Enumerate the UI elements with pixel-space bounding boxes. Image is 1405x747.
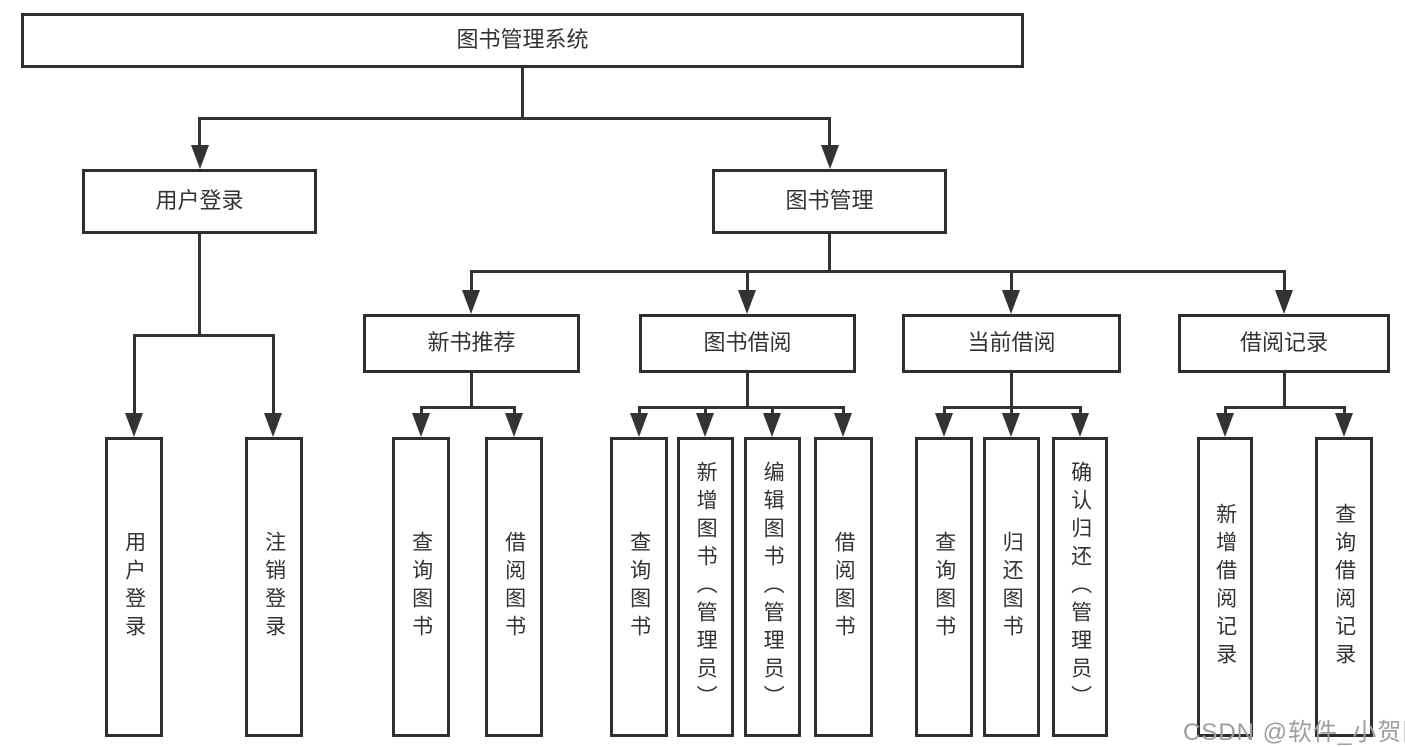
node-leaf-edit-book-admin: 编辑图书（管理员）	[744, 437, 801, 737]
arrowhead-down-icon	[763, 413, 781, 437]
connector-stem	[1079, 406, 1082, 416]
connector-stem-leaf-user-login	[133, 334, 136, 416]
connector-user-login-trunk	[198, 234, 201, 335]
node-leaf-query-borrow-record: 查询借阅记录	[1315, 437, 1373, 737]
node-leaf-add-borrow-record: 新增借阅记录	[1197, 437, 1253, 737]
connector-level2-rail	[198, 117, 831, 120]
arrowhead-down-icon	[834, 413, 852, 437]
node-leaf-query-book-current: 查询图书	[915, 437, 973, 737]
connector-stem	[943, 406, 946, 416]
connector-stem	[1343, 406, 1346, 416]
connector-current-borrow-trunk	[1010, 373, 1013, 409]
arrowhead-down-icon	[1275, 290, 1293, 314]
node-leaf-confirm-return-admin: 确认归还（管理员）	[1052, 437, 1108, 737]
connector-stem-book-borrow	[746, 270, 749, 294]
node-leaf-add-book-admin: 新增图书（管理员）	[677, 437, 734, 737]
watermark: CSDN @软件_小贺同学	[1183, 719, 1405, 746]
node-leaf-logout: 注销登录	[245, 437, 303, 737]
node-book-mgmt: 图书管理	[712, 169, 947, 234]
node-leaf-query-book-borrow: 查询图书	[610, 437, 668, 737]
node-leaf-borrow-book-newrec: 借阅图书	[485, 437, 543, 737]
connector-level3-rail	[470, 270, 1286, 273]
connector-stem-book-mgmt	[828, 117, 831, 149]
connector-stem	[842, 406, 845, 416]
connector-stem	[513, 406, 516, 416]
arrowhead-down-icon	[738, 290, 756, 314]
connector-stem	[638, 406, 641, 416]
connector-book-mgmt-trunk	[828, 234, 831, 272]
connector-borrow-records-rail	[1224, 406, 1346, 409]
connector-stem-leaf-logout	[272, 334, 275, 416]
connector-book-borrow-trunk	[746, 373, 749, 409]
connector-stem-user-login	[198, 117, 201, 149]
arrowhead-down-icon	[462, 290, 480, 314]
connector-borrow-records-trunk	[1283, 373, 1286, 409]
arrowhead-down-icon	[1335, 413, 1353, 437]
connector-stem	[1224, 406, 1227, 416]
node-new-book-rec: 新书推荐	[363, 314, 580, 373]
node-current-borrow: 当前借阅	[902, 314, 1121, 373]
arrowhead-down-icon	[935, 413, 953, 437]
connector-new-book-rec-trunk	[470, 373, 473, 409]
arrowhead-down-icon	[412, 413, 430, 437]
node-leaf-borrow-book-borrow: 借阅图书	[814, 437, 873, 737]
arrowhead-down-icon	[264, 413, 282, 437]
arrowhead-down-icon	[1002, 413, 1020, 437]
node-leaf-query-book-newrec: 查询图书	[392, 437, 450, 737]
arrowhead-down-icon	[630, 413, 648, 437]
connector-stem	[704, 406, 707, 416]
arrowhead-down-icon	[505, 413, 523, 437]
node-leaf-user-login: 用户登录	[105, 437, 163, 737]
arrowhead-down-icon	[1002, 290, 1020, 314]
connector-user-login-rail	[133, 334, 275, 337]
arrowhead-down-icon	[696, 413, 714, 437]
connector-stem	[420, 406, 423, 416]
node-book-borrow: 图书借阅	[639, 314, 856, 373]
connector-book-borrow-rail	[638, 406, 845, 409]
connector-stem	[771, 406, 774, 416]
node-leaf-return-book: 归还图书	[983, 437, 1040, 737]
connector-new-book-rec-rail	[420, 406, 516, 409]
connector-stem-new-book-rec	[470, 270, 473, 294]
connector-root-trunk	[521, 68, 524, 118]
arrowhead-down-icon	[1216, 413, 1234, 437]
arrowhead-down-icon	[821, 145, 839, 169]
connector-stem-borrow-records	[1283, 270, 1286, 294]
node-borrow-records: 借阅记录	[1178, 314, 1390, 373]
arrowhead-down-icon	[1071, 413, 1089, 437]
arrowhead-down-icon	[125, 413, 143, 437]
node-user-login: 用户登录	[82, 169, 317, 234]
node-root: 图书管理系统	[21, 13, 1024, 68]
arrowhead-down-icon	[191, 145, 209, 169]
connector-stem	[1010, 406, 1013, 416]
connector-stem-current-borrow	[1010, 270, 1013, 294]
